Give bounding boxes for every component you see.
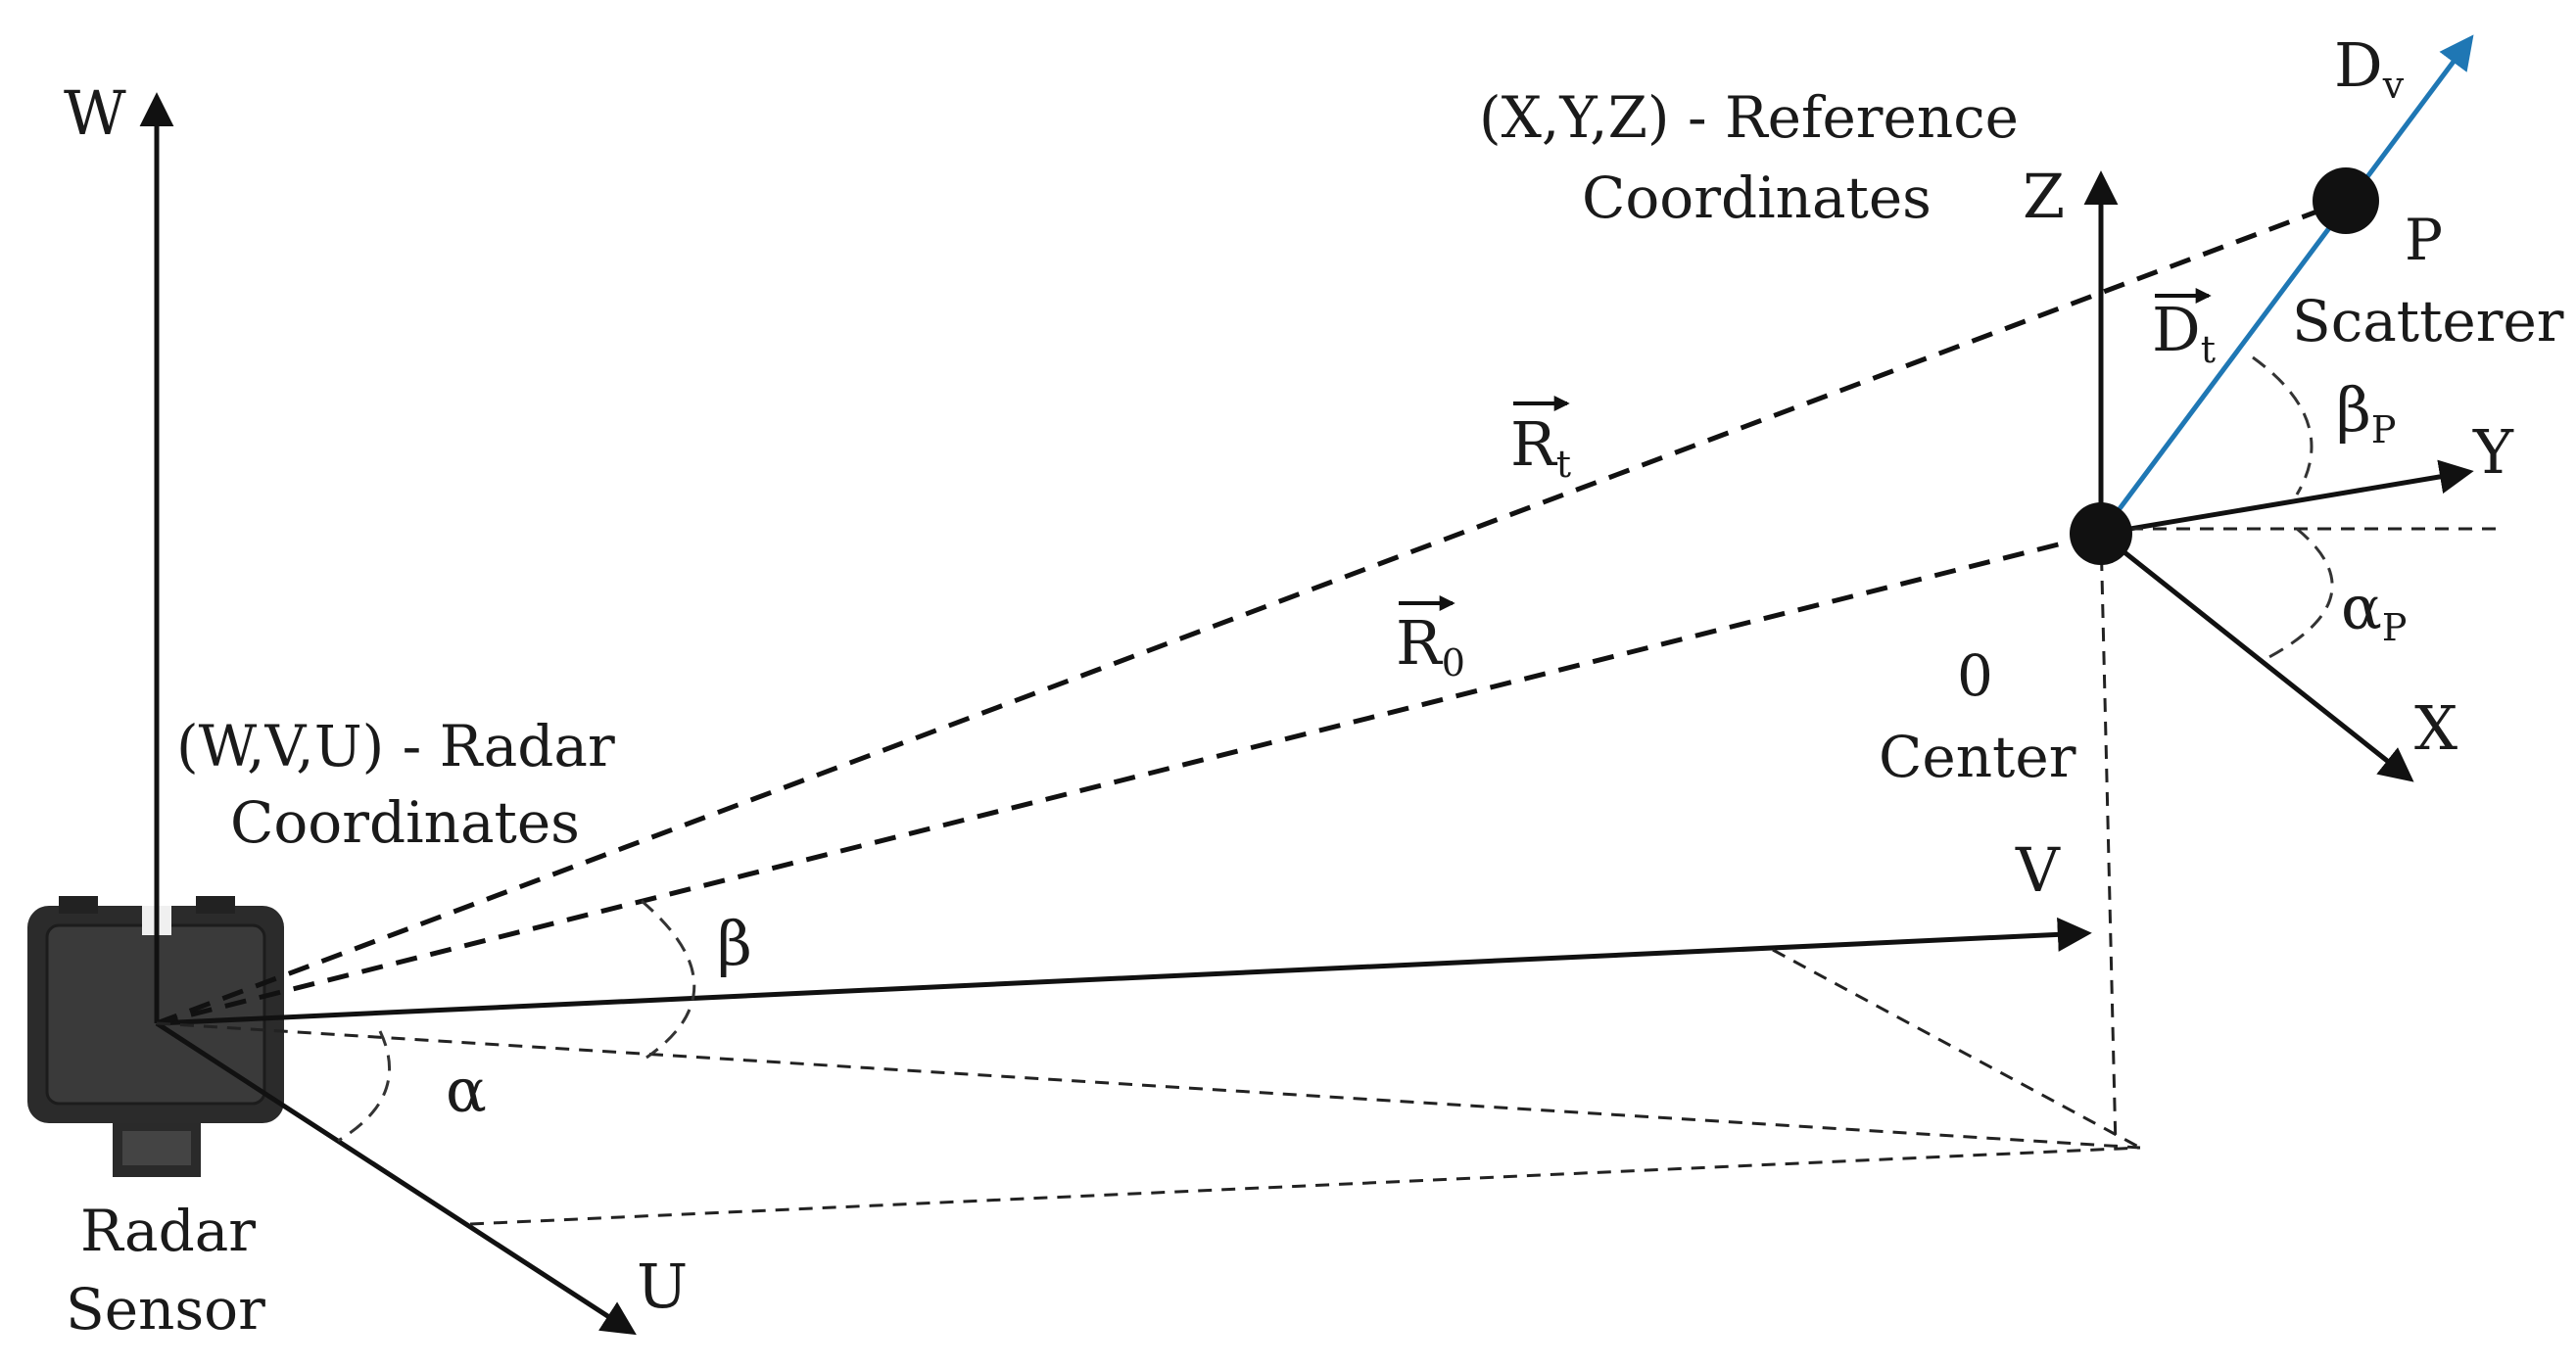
reference-coordinates-label-line2: Coordinates bbox=[1582, 165, 1932, 231]
v-axis-label: V bbox=[2015, 834, 2061, 906]
center-vertical-drop bbox=[2099, 533, 2118, 1149]
radar-coordinates-label: (W,V,U) - Radar bbox=[176, 713, 615, 779]
r0-vector-label: R0 bbox=[1396, 607, 1465, 684]
u-projection-line bbox=[469, 1146, 2141, 1226]
radar-sensor-label: Radar bbox=[80, 1198, 256, 1264]
w-axis-label: W bbox=[64, 77, 126, 149]
scatterer-point bbox=[2313, 167, 2379, 234]
center-point bbox=[2070, 502, 2132, 565]
beta-p-arc bbox=[2252, 355, 2314, 495]
alpha-angle-label: α bbox=[446, 1055, 487, 1126]
alpha-p-arc bbox=[2266, 527, 2334, 660]
center-origin-label: 0 bbox=[1957, 642, 1993, 709]
ground-projection-line bbox=[156, 1021, 2141, 1150]
dt-vector-label: Dt bbox=[2152, 294, 2216, 371]
scatterer-label: Scatterer bbox=[2292, 288, 2564, 354]
beta-angle-label: β bbox=[717, 908, 752, 979]
y-axis bbox=[2100, 459, 2474, 537]
scatterer-point-label: P bbox=[2405, 207, 2443, 273]
v-axis bbox=[156, 917, 2092, 1026]
alpha-arc bbox=[337, 1030, 392, 1143]
alpha-p-angle-label: αP bbox=[2341, 572, 2407, 649]
radar-sensor-label-line2: Sensor bbox=[66, 1276, 265, 1343]
center-label: Center bbox=[1879, 724, 2076, 790]
u-axis-label: U bbox=[637, 1250, 688, 1322]
beta-p-angle-label: βP bbox=[2336, 374, 2396, 451]
r0-range-line bbox=[156, 531, 2102, 1026]
z-axis-label: Z bbox=[2023, 161, 2065, 232]
x-axis bbox=[2099, 532, 2414, 782]
x-axis-label: X bbox=[2414, 692, 2457, 764]
u-axis bbox=[155, 1020, 637, 1336]
radar-coordinates-label-line2: Coordinates bbox=[230, 789, 580, 856]
dv-vector-label: Dv bbox=[2334, 29, 2405, 107]
v-projection-line bbox=[1772, 948, 2141, 1150]
beta-arc bbox=[641, 899, 696, 1060]
dv-velocity-vector bbox=[2098, 34, 2474, 536]
y-axis-label: Y bbox=[2472, 416, 2514, 488]
rt-range-line bbox=[156, 198, 2347, 1026]
rt-vector-label: Rt bbox=[1510, 408, 1571, 486]
reference-coordinates-label: (X,Y,Z) - Reference bbox=[1479, 84, 2019, 151]
